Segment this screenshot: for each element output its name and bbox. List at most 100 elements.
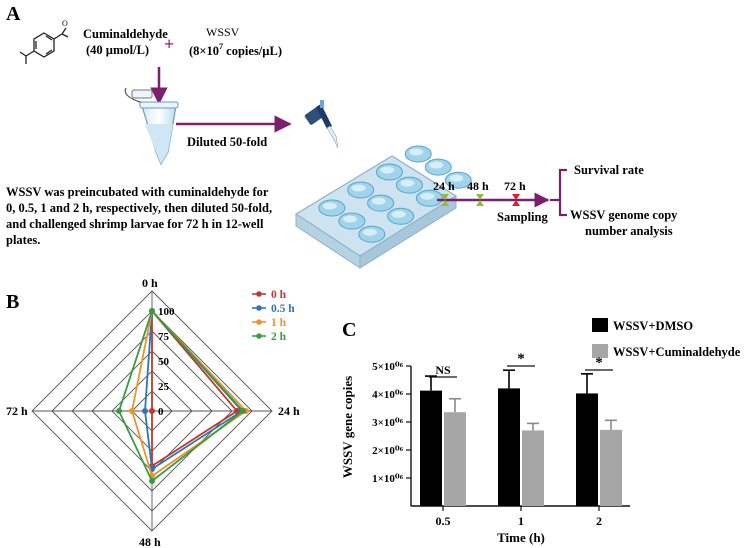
radar-legend-label: 2 h [271, 331, 287, 343]
virus-name: WSSV [206, 25, 240, 39]
radar-legend-label: 0 h [271, 289, 287, 301]
radar-point [149, 478, 155, 484]
well-highlight [362, 228, 377, 236]
sampling-label: Sampling [497, 210, 548, 224]
well-highlight [342, 215, 357, 223]
well-highlight [380, 166, 395, 174]
radar-point [149, 408, 155, 414]
significance-label: * [517, 351, 525, 367]
outcome-bracket [550, 168, 567, 217]
plus-sign: + [164, 34, 174, 54]
radar-legend-label: 0.5 h [271, 303, 295, 315]
radar-tick-label: 25 [158, 381, 170, 393]
bar [600, 429, 622, 506]
legend-swatch-cuminaldehyde [592, 344, 608, 358]
reagent-concentration: (40 µmol/L) [86, 43, 149, 57]
well-highlight [409, 148, 424, 156]
timepoint-marker-icon [441, 194, 449, 206]
panel-b-label: B [6, 291, 19, 313]
y-tick-label: 2×10⁰⁶ [372, 445, 404, 457]
radar-point [129, 408, 135, 414]
tube-icon [124, 87, 179, 166]
description-line: WSSV was preincubated with cuminaldehyde… [6, 185, 269, 199]
outcome-genome-copy: WSSV genome copy [570, 208, 678, 222]
radar-point [116, 408, 122, 414]
radar-legend-marker [256, 291, 262, 297]
radar-axis-label: 0 h [142, 276, 158, 290]
timepoint-label: 24 h [433, 179, 455, 193]
bar [576, 393, 598, 506]
radar-legend: 0 h 0.5 h 1 h 2 h [252, 289, 295, 343]
radar-series [116, 308, 249, 484]
bar [444, 412, 466, 506]
sampling-marker-icon [512, 194, 520, 206]
well-highlight [391, 210, 406, 218]
radar-tick-label: 0 [158, 406, 164, 418]
outcome-genome-copy-line2: number analysis [585, 224, 673, 238]
legend-swatch-dmso [592, 318, 608, 332]
significance-label: * [595, 355, 603, 371]
panel-a: A O Cuminaldehyde (40 µmol/L) + WSSV (8×… [6, 3, 678, 269]
timepoint-label: 48 h [467, 179, 489, 193]
x-axis-title: Time (h) [497, 530, 545, 545]
timepoint-label: 72 h [504, 179, 526, 193]
well-highlight [322, 202, 337, 210]
legend-label: WSSV+DMSO [613, 319, 693, 333]
radar-legend-marker [256, 319, 262, 325]
y-tick-label: 1×10⁰⁶ [372, 473, 404, 485]
cuminaldehyde-structure-icon [19, 27, 69, 64]
y-axis-title: WSSV gene copies [340, 376, 355, 478]
reagent-name: Cuminaldehyde [83, 27, 168, 41]
well-plate-icon [294, 145, 472, 269]
radar-point [149, 308, 155, 314]
description-line: plates. [6, 233, 40, 247]
radar-axis-label: 48 h [139, 535, 161, 548]
timeline: 24 h 48 h 72 h Sampling [433, 179, 550, 224]
panel-a-label: A [6, 3, 21, 25]
bar [420, 390, 442, 506]
well-highlight [429, 161, 444, 169]
panel-c-label: C [342, 319, 356, 341]
radar-tick-label: 50 [158, 356, 170, 368]
x-tick-label: 2 [596, 514, 602, 528]
radar-tick-label: 100 [158, 306, 175, 318]
description-line: and challenged shrimp larvae for 72 h in… [6, 217, 264, 231]
radar-tick-label: 75 [158, 331, 170, 343]
radar-ticks: 0 25 50 75 100 [158, 306, 175, 418]
y-tick-label: 3×10⁰⁶ [372, 417, 404, 429]
legend-label: WSSV+Cuminaldehyde [613, 345, 741, 359]
panel-b: B 0 25 50 75 100 0 h 24 h 48 h 72 h 0 h 0.5 h… [6, 276, 300, 548]
radar-axis-label: 24 h [278, 404, 300, 418]
pipette-icon [304, 100, 339, 149]
panel-c: C WSSV+DMSO WSSV+Cuminaldehyde 1×10⁰⁶ 2×1… [340, 318, 741, 545]
well-highlight [400, 179, 415, 187]
radar-point [240, 408, 246, 414]
dilution-label: Diluted 50-fold [187, 135, 267, 149]
x-tick-label: 0.5 [436, 514, 451, 528]
well-highlight [420, 192, 435, 200]
description: WSSV was preincubated with cuminaldehyde… [6, 185, 272, 247]
outcome-survival: Survival rate [574, 163, 644, 177]
bar-chart: 1×10⁰⁶ 2×10⁰⁶ 3×10⁰⁶ 4×10⁰⁶ 5×10⁰⁶ 0.5 NS 1 * 2 * [372, 351, 630, 528]
well-highlight [371, 197, 386, 205]
x-tick-label: 1 [518, 514, 524, 528]
virus-concentration: (8×107 copies/µL) [189, 42, 282, 58]
y-tick-label: 4×10⁰⁶ [372, 389, 404, 401]
bar [498, 388, 520, 506]
radar-point [142, 408, 148, 414]
radar-axis-label: 72 h [6, 404, 28, 418]
radar-legend-marker [256, 333, 262, 339]
significance-label: NS [435, 363, 451, 377]
radar-legend-label: 1 h [271, 317, 287, 329]
well-highlight [449, 174, 464, 182]
bar-legend: WSSV+DMSO WSSV+Cuminaldehyde [592, 318, 741, 359]
y-tick-label: 5×10⁰⁶ [372, 361, 404, 373]
radar-legend-marker [256, 305, 262, 311]
aldehyde-o-icon: O [62, 19, 68, 28]
wells-group [318, 145, 472, 243]
bar [522, 430, 544, 506]
timepoint-marker-icon [476, 194, 484, 206]
well-highlight [351, 184, 366, 192]
